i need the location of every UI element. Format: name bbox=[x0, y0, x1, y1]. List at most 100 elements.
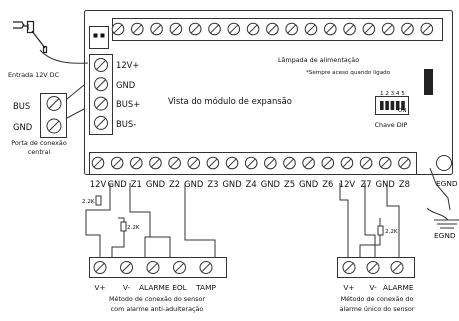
single-wire-alarm bbox=[386, 183, 400, 257]
bottom-terminal-label: Z5 bbox=[283, 179, 296, 189]
top-screw bbox=[324, 22, 337, 36]
bottom-terminal-row bbox=[89, 152, 417, 175]
power-screw bbox=[94, 96, 108, 111]
bottom-screw bbox=[244, 156, 258, 170]
dip-caption: Chave DIP bbox=[374, 121, 408, 129]
dip-number: 3 bbox=[390, 91, 395, 97]
power-lamp-module bbox=[424, 69, 433, 95]
single-sensor-screw bbox=[390, 261, 404, 274]
adapter-label: Entrada 12V DC bbox=[8, 71, 60, 79]
bottom-terminal-label: GND bbox=[375, 179, 395, 189]
bottom-terminal-label: GND bbox=[299, 179, 319, 189]
bottom-screw bbox=[264, 156, 277, 170]
dip-number: 1 bbox=[380, 91, 384, 97]
anti-tamper-terminal-label: V+ bbox=[94, 283, 106, 292]
bottom-screw bbox=[206, 156, 220, 170]
bottom-terminal-label: GND bbox=[107, 179, 127, 189]
top-screw bbox=[150, 22, 163, 36]
bottom-screw bbox=[283, 156, 296, 170]
anti-tamper-wire-tamp bbox=[184, 183, 216, 257]
anti-tamper-screw bbox=[173, 261, 186, 274]
bottom-terminal-label: Z4 bbox=[245, 179, 257, 189]
adapter-cable bbox=[39, 49, 89, 64]
anti-tamper-terminal-label: EOL bbox=[172, 283, 187, 292]
bottom-terminal-label: GND bbox=[184, 179, 204, 189]
egnd-ground-label: EGND bbox=[434, 231, 456, 240]
bottom-screw bbox=[359, 156, 373, 170]
resistor-right-label: 2.2K bbox=[127, 225, 140, 231]
bottom-screw bbox=[149, 156, 162, 170]
central-caption-line2: central bbox=[27, 148, 51, 156]
anti-tamper-screw bbox=[199, 261, 213, 274]
bottom-screw bbox=[378, 156, 392, 170]
central-label-gnd: GND bbox=[13, 122, 33, 132]
resistor-left bbox=[95, 195, 102, 206]
dip-key bbox=[395, 101, 400, 110]
central-caption-line1: Porta de conexão bbox=[11, 139, 67, 147]
egnd-wire bbox=[429, 167, 451, 211]
bottom-terminal-label: Z1 bbox=[130, 179, 142, 189]
terminal-label-bus-minus: BUS- bbox=[116, 119, 137, 129]
single-wire-vminus bbox=[364, 183, 376, 257]
resistor-left-label: 2.2K bbox=[82, 199, 95, 205]
single-caption-line2: alarme único do sensor bbox=[339, 305, 415, 313]
bottom-terminal-label: GND bbox=[145, 179, 166, 189]
bottom-terminal-label: Z7 bbox=[360, 179, 372, 189]
anti-tamper-terminal-label: TAMP bbox=[196, 283, 216, 292]
anti-tamper-screw bbox=[93, 261, 107, 274]
dip-key bbox=[380, 101, 384, 110]
gnd-wire bbox=[66, 108, 85, 119]
top-screw bbox=[131, 22, 144, 36]
power-screw bbox=[94, 115, 108, 130]
dip-key bbox=[401, 101, 405, 110]
egnd-post-label: EGND bbox=[436, 179, 458, 188]
top-screw bbox=[285, 22, 299, 36]
bottom-screw bbox=[225, 156, 239, 170]
bottom-screw bbox=[91, 156, 105, 170]
anti-tamper-wire-b bbox=[129, 183, 151, 257]
top-screw bbox=[420, 22, 434, 36]
small-header-connector bbox=[89, 26, 109, 49]
bottom-screw bbox=[168, 156, 181, 170]
single-sensor-terminal-block bbox=[337, 257, 415, 278]
dip-number: 5 bbox=[401, 91, 405, 97]
anti-tamper-wire-a bbox=[85, 183, 111, 257]
top-screw bbox=[111, 22, 125, 36]
bottom-terminal-label: GND bbox=[222, 179, 242, 189]
bottom-screw bbox=[398, 156, 411, 170]
dip-on-label: ON bbox=[398, 108, 407, 114]
single-wire-return bbox=[359, 218, 381, 257]
anti-tamper-caption-line2: com alarme anti-adulteração bbox=[110, 305, 204, 313]
anti-tamper-screw bbox=[146, 261, 160, 274]
anti-tamper-wire-c bbox=[111, 217, 125, 257]
bottom-terminal-label: 12V bbox=[89, 179, 107, 189]
bottom-terminal-label: Z3 bbox=[207, 179, 219, 189]
header-pins bbox=[93, 33, 105, 38]
bottom-screw bbox=[130, 156, 143, 170]
central-port-block bbox=[40, 93, 67, 138]
single-sensor-terminal-label: V+ bbox=[343, 283, 355, 292]
central-screw bbox=[46, 96, 62, 111]
top-screw bbox=[343, 22, 356, 36]
bottom-screw bbox=[302, 156, 315, 170]
single-sensor-screw bbox=[366, 261, 380, 274]
top-screw bbox=[188, 22, 202, 36]
bottom-screw bbox=[187, 156, 201, 170]
resistor-single-label: 2.2K bbox=[385, 229, 398, 235]
dip-key bbox=[385, 101, 389, 110]
bottom-terminal-label: Z6 bbox=[322, 179, 334, 189]
anti-tamper-wire-eol bbox=[150, 236, 171, 257]
egnd-lead bbox=[426, 207, 449, 221]
dip-keys bbox=[380, 101, 405, 110]
resistor-right bbox=[120, 221, 127, 232]
power-adapter-icon bbox=[13, 20, 48, 54]
top-screw bbox=[362, 22, 376, 36]
top-screw bbox=[169, 22, 183, 36]
terminal-label-gnd: GND bbox=[116, 80, 136, 90]
module-title: Vista do módulo de expansão bbox=[168, 96, 292, 106]
egnd-ground-symbol bbox=[434, 219, 459, 229]
power-screw bbox=[94, 58, 108, 72]
anti-tamper-caption-line1: Método de conexão do sensor bbox=[109, 295, 205, 303]
